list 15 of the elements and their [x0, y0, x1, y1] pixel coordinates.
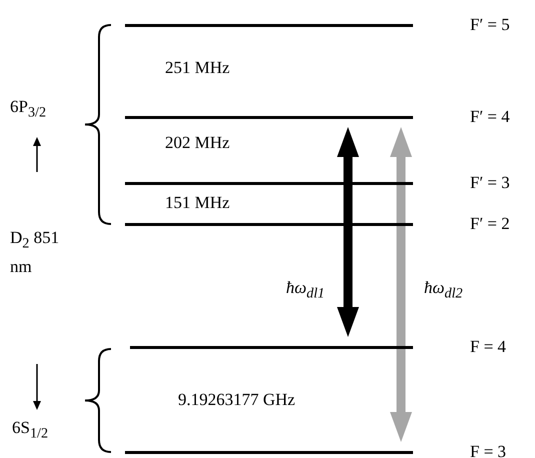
level-label: F = 3	[470, 442, 506, 458]
level-label: F = 4	[470, 337, 506, 357]
term-symbol: 6P$_{3/2}$	[10, 97, 46, 122]
level-label: F′ = 3	[470, 173, 510, 193]
level-label: F′ = 2	[470, 214, 510, 234]
level-label: F′ = 5	[470, 15, 510, 35]
frequency-label: 251 MHz	[165, 58, 230, 78]
transition-arrow	[390, 127, 412, 442]
term-symbol: 6S$_{1/2}$	[12, 418, 48, 442]
frequency-label: 202 MHz	[165, 133, 230, 153]
frequency-label: 9.19263177 GHz	[178, 390, 296, 410]
frequency-label: 151 MHz	[165, 193, 230, 213]
level-label: F′ = 4	[470, 107, 510, 127]
transition-label: D$_{2}$ 851 nm	[10, 227, 60, 278]
transition-arrow	[337, 127, 359, 337]
